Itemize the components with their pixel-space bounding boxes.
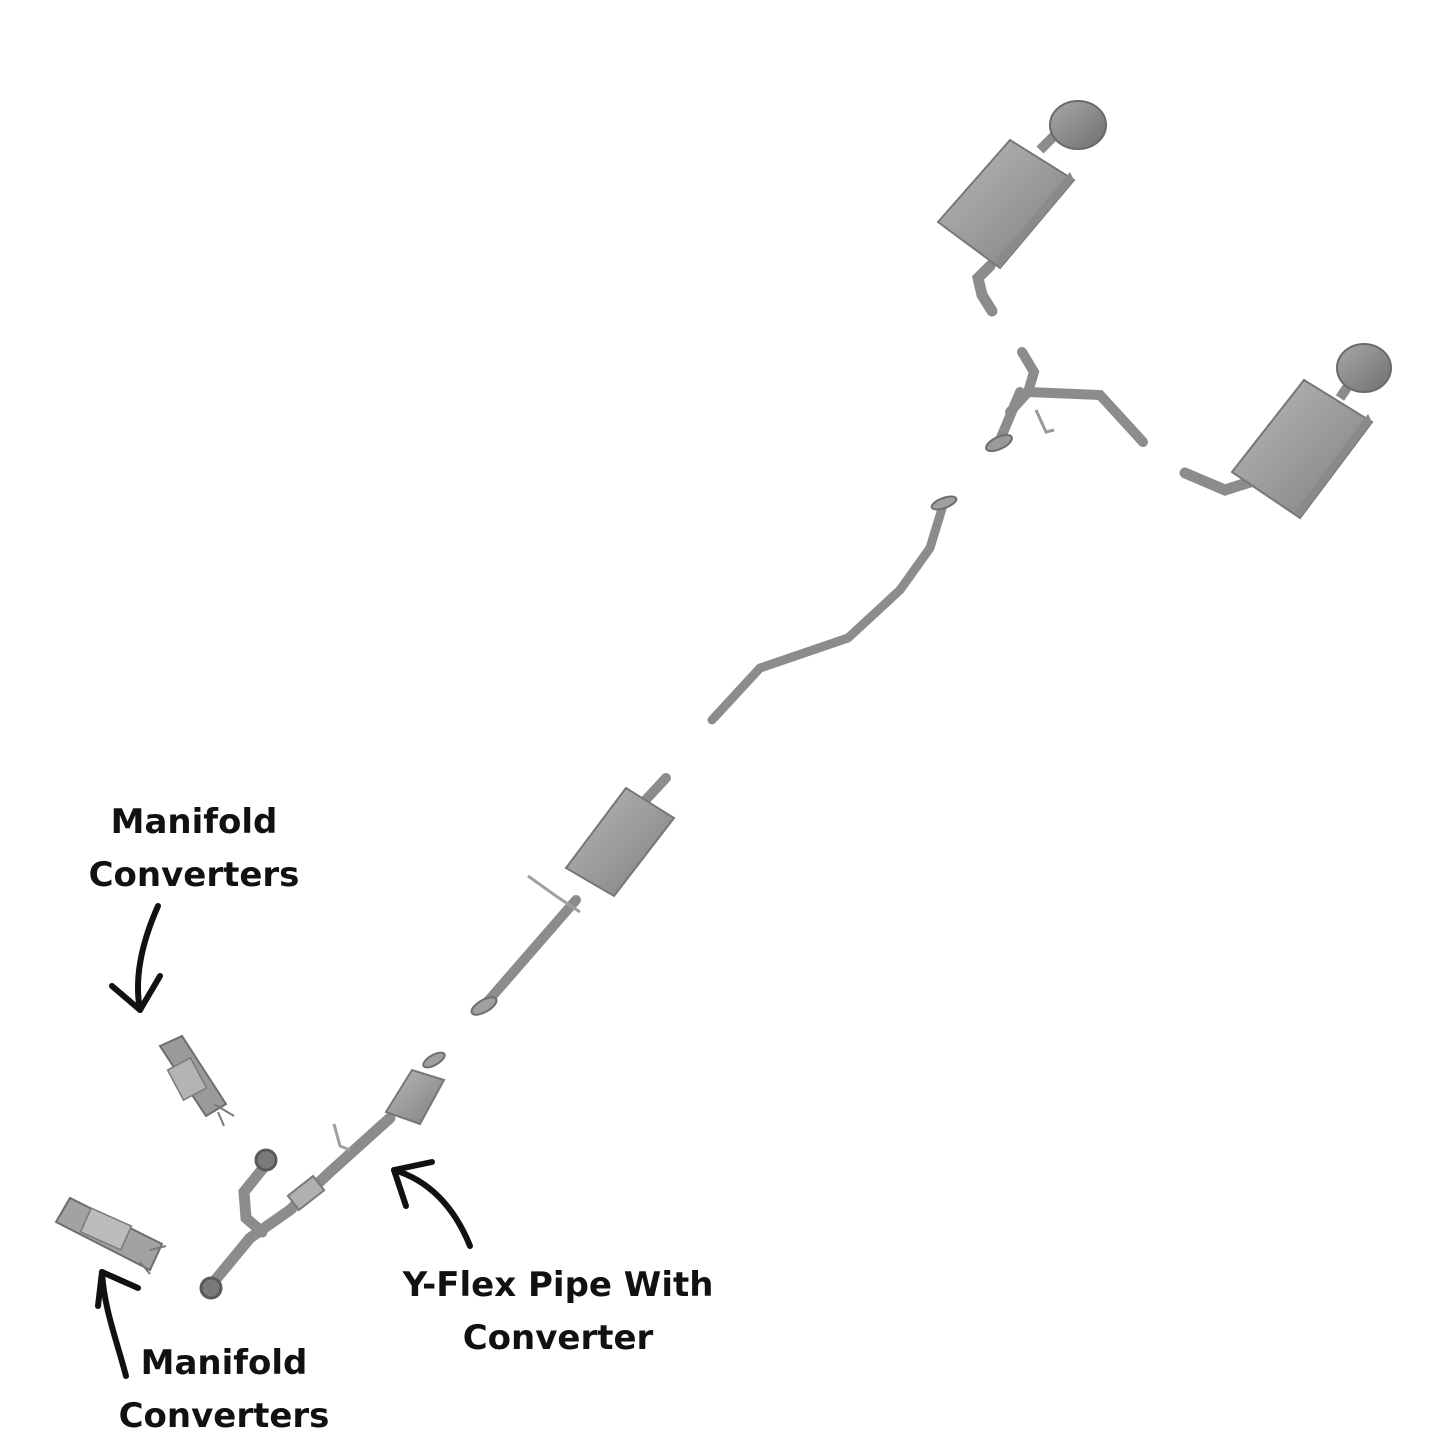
catalytic-converter [384,1068,446,1126]
manifold-converter-lower [54,1196,167,1275]
resonator-pipe [470,773,676,1016]
pipe-flange [930,495,958,511]
converter-shell [166,1056,208,1102]
label-line: Converters [118,1396,330,1436]
rear-muffler-right [1179,343,1392,520]
label-manifold-converters-upper: Manifold Converters [74,796,314,902]
y-pipe-branch-tube [238,1156,274,1238]
y-pipe-hanger [1034,409,1055,434]
manifold-converter-upper [158,1034,235,1127]
manifold-studs [139,1245,167,1275]
resonator-body [564,786,676,898]
curved-arrow-icon [135,903,161,1013]
resonator-hanger [527,874,581,914]
resonator-outlet-tube [477,895,581,1013]
y-pipe-flange [985,433,1013,453]
arrow-manifold-lower [95,1269,141,1379]
muffler-end-cap [1296,414,1372,518]
label-line: Y-Flex Pipe With [402,1265,714,1305]
arrow-manifold-upper [109,903,163,1013]
pipe-flange [470,996,498,1016]
intermediate-pipe-tube [707,497,949,725]
exhaust-tip [1049,100,1107,150]
curved-arrow-icon-head [95,1269,141,1309]
exhaust-tip [1336,343,1392,393]
muffler-end-cap [996,172,1074,268]
curved-arrow-icon-head [109,973,163,1013]
rear-muffler-upper [936,100,1107,317]
hanger-bracket [332,1123,351,1152]
y-pipe-neck [995,387,1025,445]
curved-arrow-icon-head [391,1159,435,1209]
muffler-inlet-pipe [1179,467,1256,496]
pipe-flange [422,1051,446,1069]
front-flange [254,1148,278,1172]
manifold-studs [213,1103,235,1127]
y-flex-pipe-with-converter [199,1051,446,1300]
label-line: Converters [88,855,300,895]
label-y-flex-pipe: Y-Flex Pipe With Converter [388,1259,728,1365]
intermediate-pipe [707,495,958,725]
rear-flange [199,1276,223,1300]
muffler-inlet-pipe [971,260,998,317]
y-pipe-right-leg [1023,387,1148,447]
label-line: Manifold [110,802,278,842]
converter-shell [79,1207,133,1251]
y-pipe-main-tube [206,1112,396,1290]
curved-arrow-icon [391,1167,473,1249]
label-manifold-converters-lower: Manifold Converters [104,1337,344,1443]
flex-section [286,1174,326,1212]
label-line: Manifold [140,1343,308,1383]
label-line: Converter [462,1318,654,1358]
arrow-yflex [391,1159,473,1249]
rear-y-pipe [985,347,1148,453]
